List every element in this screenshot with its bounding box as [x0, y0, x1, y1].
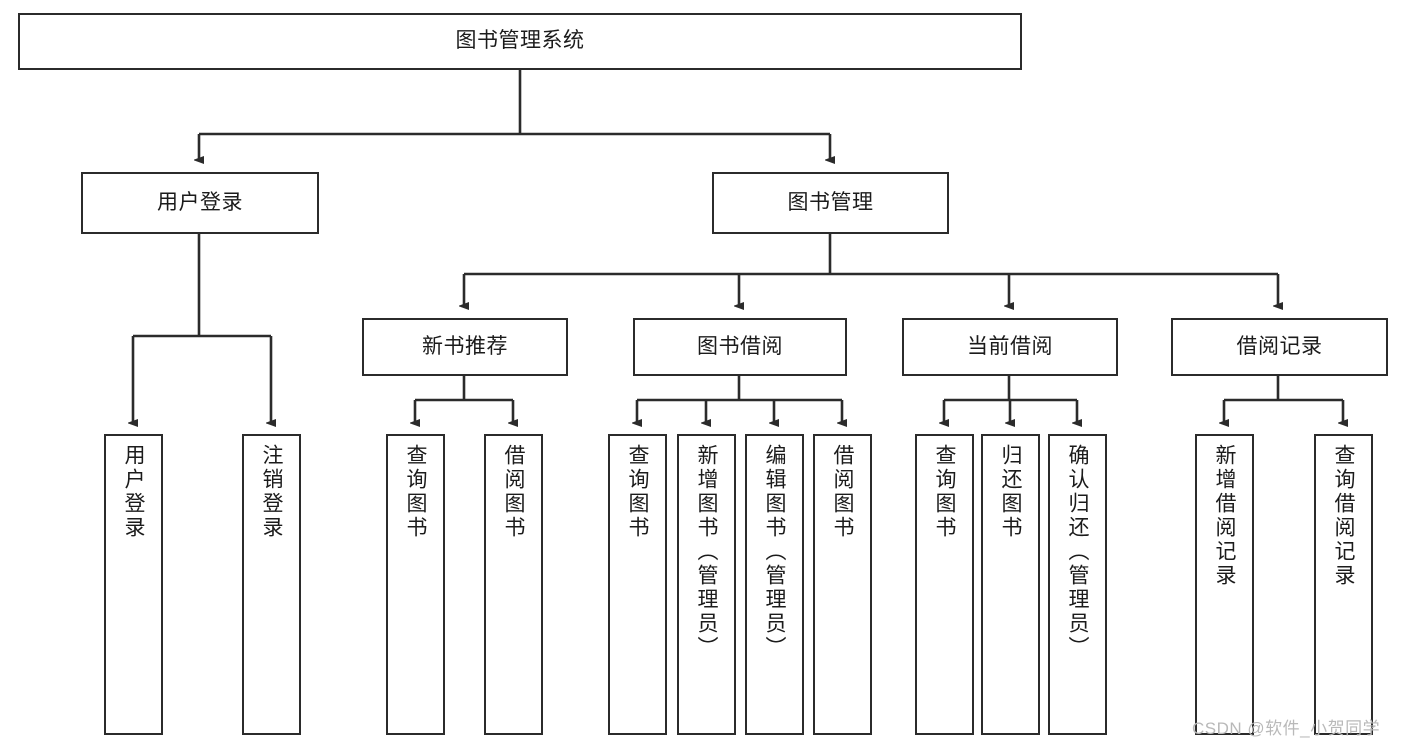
leaf-current-borrow-2[interactable]: 归还图书	[981, 434, 1040, 735]
node-current-borrow-label: 当前借阅	[967, 334, 1053, 358]
leaf-current-borrow-2-label: 归还图书	[999, 444, 1022, 540]
node-new-book-recommend-label: 新书推荐	[422, 334, 508, 358]
node-user-login-label: 用户登录	[157, 190, 243, 214]
node-book-borrow[interactable]: 图书借阅	[633, 318, 847, 376]
leaf-book-borrow-2-label: 新增图书（管理员）	[695, 444, 718, 660]
leaf-book-borrow-1-label: 查询图书	[626, 444, 649, 540]
leaf-borrow-record-1-label: 新增借阅记录	[1213, 444, 1236, 588]
leaf-new-book-1-label: 查询图书	[404, 444, 427, 540]
node-root-label: 图书管理系统	[455, 29, 585, 53]
leaf-new-book-2[interactable]: 借阅图书	[484, 434, 543, 735]
csdn-watermark: CSDN @软件_小贺同学	[1192, 719, 1381, 738]
node-borrow-record[interactable]: 借阅记录	[1171, 318, 1388, 376]
leaf-current-borrow-1-label: 查询图书	[933, 444, 956, 540]
leaf-current-borrow-3[interactable]: 确认归还（管理员）	[1048, 434, 1107, 735]
leaf-user-login-2-label: 注销登录	[260, 444, 283, 540]
leaf-user-login-1-label: 用户登录	[122, 444, 145, 540]
node-current-borrow[interactable]: 当前借阅	[902, 318, 1118, 376]
leaf-current-borrow-3-label: 确认归还（管理员）	[1066, 444, 1089, 660]
leaf-new-book-1[interactable]: 查询图书	[386, 434, 445, 735]
leaf-user-login-2[interactable]: 注销登录	[242, 434, 301, 735]
leaf-book-borrow-4[interactable]: 借阅图书	[813, 434, 872, 735]
leaf-user-login-1[interactable]: 用户登录	[104, 434, 163, 735]
leaf-book-borrow-4-label: 借阅图书	[831, 444, 854, 540]
leaf-borrow-record-2-label: 查询借阅记录	[1332, 444, 1355, 588]
leaf-book-borrow-3-label: 编辑图书（管理员）	[763, 444, 786, 660]
node-book-manage-label: 图书管理	[787, 190, 874, 214]
leaf-new-book-2-label: 借阅图书	[502, 444, 525, 540]
node-new-book-recommend[interactable]: 新书推荐	[362, 318, 568, 376]
node-borrow-record-label: 借阅记录	[1236, 334, 1323, 358]
leaf-borrow-record-1[interactable]: 新增借阅记录	[1195, 434, 1254, 735]
leaf-borrow-record-2[interactable]: 查询借阅记录	[1314, 434, 1373, 735]
node-user-login[interactable]: 用户登录	[81, 172, 319, 234]
leaf-book-borrow-2[interactable]: 新增图书（管理员）	[677, 434, 736, 735]
leaf-book-borrow-3[interactable]: 编辑图书（管理员）	[745, 434, 804, 735]
leaf-current-borrow-1[interactable]: 查询图书	[915, 434, 974, 735]
node-book-borrow-label: 图书借阅	[697, 334, 783, 358]
leaf-book-borrow-1[interactable]: 查询图书	[608, 434, 667, 735]
node-root[interactable]: 图书管理系统	[18, 13, 1022, 70]
node-book-manage[interactable]: 图书管理	[712, 172, 949, 234]
